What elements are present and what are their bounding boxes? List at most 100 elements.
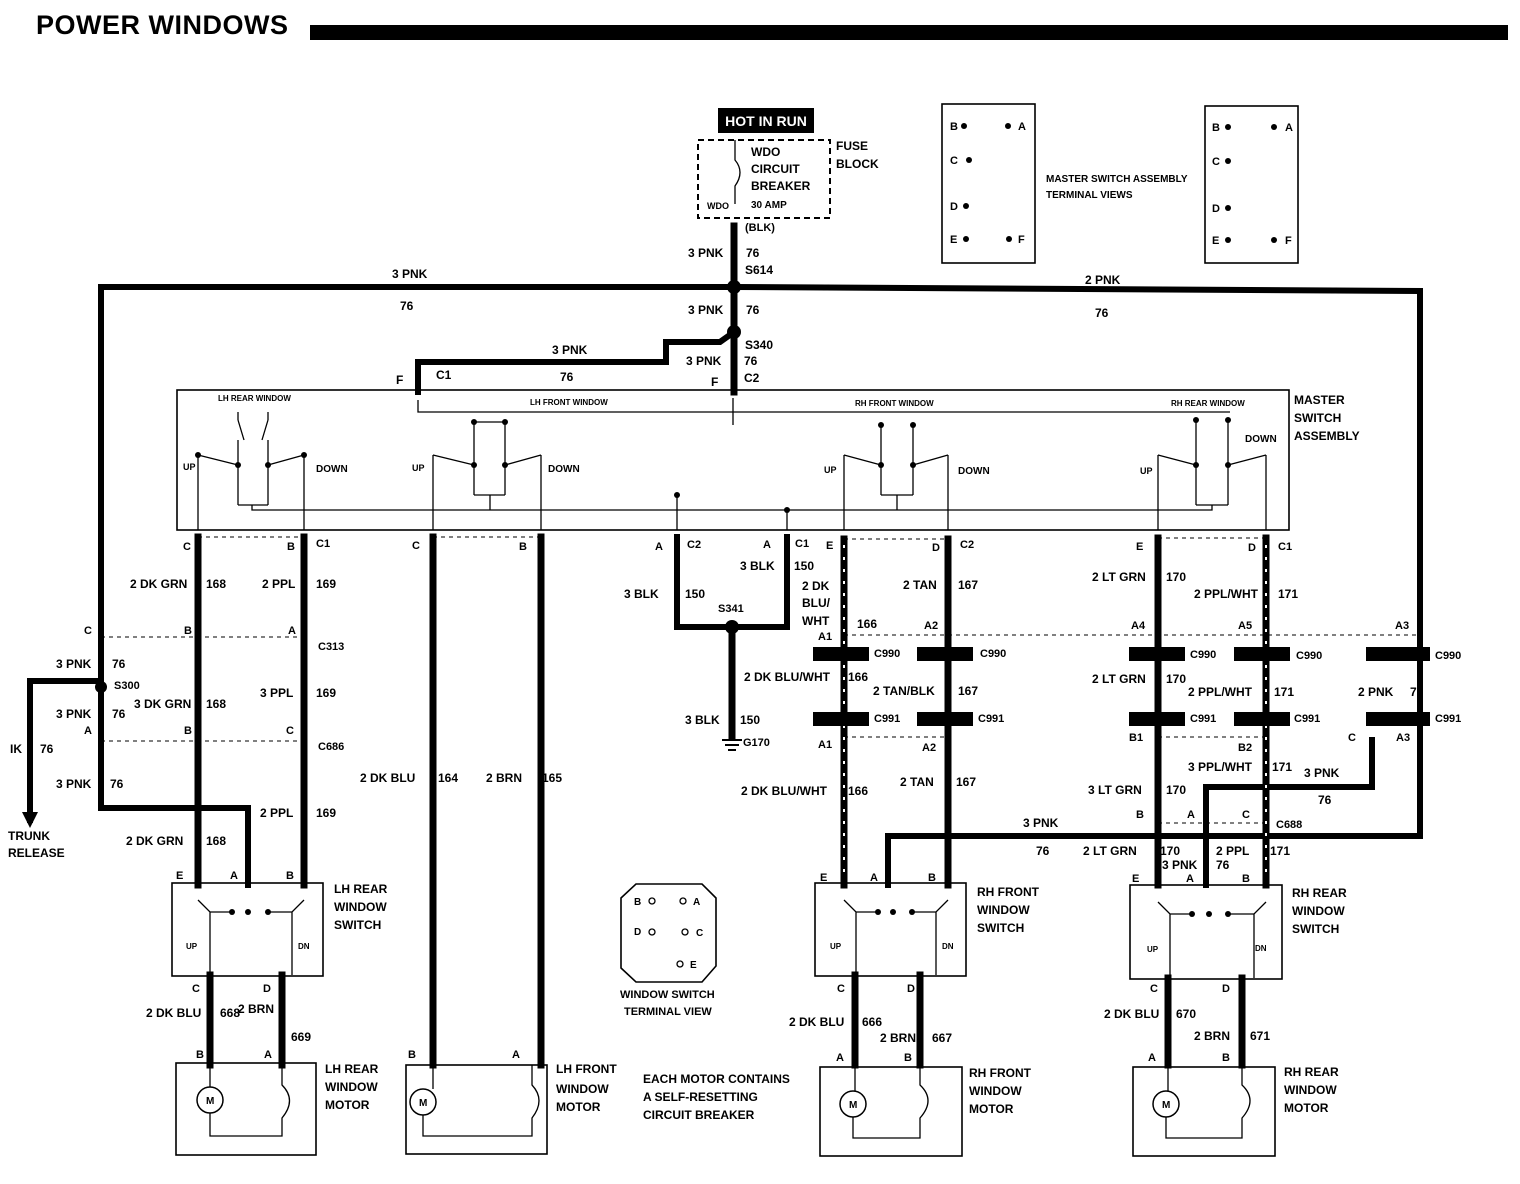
svg-text:76: 76 — [1216, 858, 1230, 872]
fuse-block-label-2: BLOCK — [836, 157, 879, 171]
svg-text:E: E — [690, 960, 697, 971]
svg-text:B: B — [408, 1049, 416, 1061]
svg-text:3 PNK: 3 PNK — [56, 657, 92, 671]
svg-text:2 DK GRN: 2 DK GRN — [130, 577, 187, 591]
tv2-pin-c: C — [1212, 156, 1220, 168]
svg-text:LH REAR: LH REAR — [334, 882, 388, 896]
svg-text:B: B — [184, 625, 192, 637]
svg-text:2 TAN: 2 TAN — [900, 775, 934, 789]
svg-text:B: B — [1242, 873, 1250, 885]
breaker-label-2: CIRCUIT — [751, 162, 800, 176]
window-switch-terminal-view: B A D C E WINDOW SWITCH TERMINAL VIEW — [620, 883, 717, 1018]
conn-c990-1: C990 — [874, 648, 900, 660]
svg-text:WINDOW: WINDOW — [325, 1080, 378, 1094]
svg-text:B2: B2 — [1238, 742, 1252, 754]
svg-text:171: 171 — [1270, 844, 1290, 858]
svg-text:670: 670 — [1176, 1007, 1196, 1021]
svg-text:C: C — [412, 540, 420, 552]
svg-text:E: E — [820, 872, 827, 884]
title-rule — [310, 25, 1508, 40]
svg-text:SWITCH: SWITCH — [977, 921, 1024, 935]
svg-text:76: 76 — [1036, 844, 1050, 858]
tv2-pin-a: A — [1285, 122, 1293, 134]
svg-text:C: C — [286, 725, 294, 737]
ms-down-1: DOWN — [316, 464, 348, 475]
svg-text:DN: DN — [298, 942, 310, 951]
svg-text:3 PNK: 3 PNK — [1023, 816, 1059, 830]
svg-text:RH REAR: RH REAR — [1292, 886, 1347, 900]
conn-c1-top: C1 — [436, 368, 452, 382]
svg-text:WINDOW: WINDOW — [977, 903, 1030, 917]
terminal-view-right — [1204, 105, 1299, 264]
svg-text:M: M — [1162, 1100, 1170, 1111]
svg-text:C: C — [696, 928, 703, 939]
svg-text:UP: UP — [830, 942, 842, 951]
svg-text:B: B — [287, 541, 295, 553]
tv2-pin-f: F — [1285, 235, 1292, 247]
svg-text:EACH MOTOR CONTAINS: EACH MOTOR CONTAINS — [643, 1072, 790, 1086]
svg-text:B: B — [1222, 1052, 1230, 1064]
svg-text:MOTOR: MOTOR — [969, 1102, 1014, 1116]
conn-c991-4: C991 — [1294, 713, 1320, 725]
lh-front-window-switch-element — [432, 419, 542, 530]
svg-text:C: C — [192, 983, 200, 995]
ground-symbol — [722, 739, 742, 751]
feed-c1-gauge: 3 PNK — [552, 343, 588, 357]
svg-text:150: 150 — [685, 587, 705, 601]
svg-text:A2: A2 — [924, 620, 938, 632]
feed-a-gauge: 3 PNK — [688, 246, 724, 260]
svg-text:M: M — [419, 1098, 427, 1109]
svg-text:2 DK BLU: 2 DK BLU — [146, 1006, 201, 1020]
svg-text:D: D — [634, 927, 641, 938]
feed-mid-gauge: 3 PNK — [688, 303, 724, 317]
fuse-block-outline — [697, 139, 831, 219]
section-rh-front: RH FRONT WINDOW — [855, 399, 934, 408]
conn-c313: C313 — [318, 641, 344, 653]
connector-dashes — [101, 536, 1420, 824]
svg-text:3 BLK: 3 BLK — [685, 713, 720, 727]
ms-down-3: DOWN — [958, 466, 990, 477]
tv1-pin-c: C — [950, 155, 958, 167]
svg-text:C: C — [1348, 732, 1356, 744]
svg-text:B: B — [634, 897, 641, 908]
svg-text:DN: DN — [942, 942, 954, 951]
svg-text:RH FRONT: RH FRONT — [969, 1066, 1032, 1080]
svg-text:76: 76 — [40, 742, 54, 756]
svg-text:167: 167 — [958, 684, 978, 698]
tv1-pin-d: D — [950, 201, 958, 213]
svg-text:M: M — [849, 1100, 857, 1111]
svg-text:168: 168 — [206, 834, 226, 848]
svg-text:2 PPL/WHT: 2 PPL/WHT — [1194, 587, 1259, 601]
svg-text:F: F — [396, 373, 403, 387]
svg-text:3 DK GRN: 3 DK GRN — [134, 697, 191, 711]
conn-c990-2: C990 — [980, 648, 1006, 660]
fuse-wire-color: (BLK) — [745, 222, 775, 234]
svg-text:668: 668 — [220, 1006, 240, 1020]
conn-c991-1: C991 — [874, 713, 900, 725]
svg-text:2 PPL/WHT: 2 PPL/WHT — [1188, 685, 1253, 699]
svg-text:170: 170 — [1160, 844, 1180, 858]
svg-text:2 BRN: 2 BRN — [238, 1002, 274, 1016]
svg-text:A: A — [230, 870, 238, 882]
svg-text:B: B — [184, 725, 192, 737]
svg-text:TERMINAL VIEW: TERMINAL VIEW — [624, 1006, 712, 1018]
svg-text:2 LT GRN: 2 LT GRN — [1092, 672, 1146, 686]
feed-a-circuit: 76 — [746, 246, 760, 260]
svg-text:E: E — [1132, 873, 1139, 885]
conn-c1-rhr: C1 — [1278, 541, 1292, 553]
svg-text:167: 167 — [956, 775, 976, 789]
svg-text:E: E — [1136, 541, 1143, 553]
svg-text:D: D — [1222, 983, 1230, 995]
svg-text:A: A — [693, 897, 700, 908]
svg-text:A5: A5 — [1238, 620, 1252, 632]
svg-text:3 PPL/WHT: 3 PPL/WHT — [1188, 760, 1253, 774]
tv2-pin-b: B — [1212, 122, 1220, 134]
fuse-block: HOT IN RUN WDO CIRCUIT BREAKER 30 AMP WD… — [697, 108, 879, 234]
svg-text:166: 166 — [848, 784, 868, 798]
svg-text:2 DK BLU: 2 DK BLU — [1104, 1007, 1159, 1021]
svg-text:A: A — [1186, 873, 1194, 885]
svg-text:667: 667 — [932, 1031, 952, 1045]
splice-s340: S340 — [745, 338, 773, 352]
conn-c1-gnd: C1 — [795, 538, 809, 550]
